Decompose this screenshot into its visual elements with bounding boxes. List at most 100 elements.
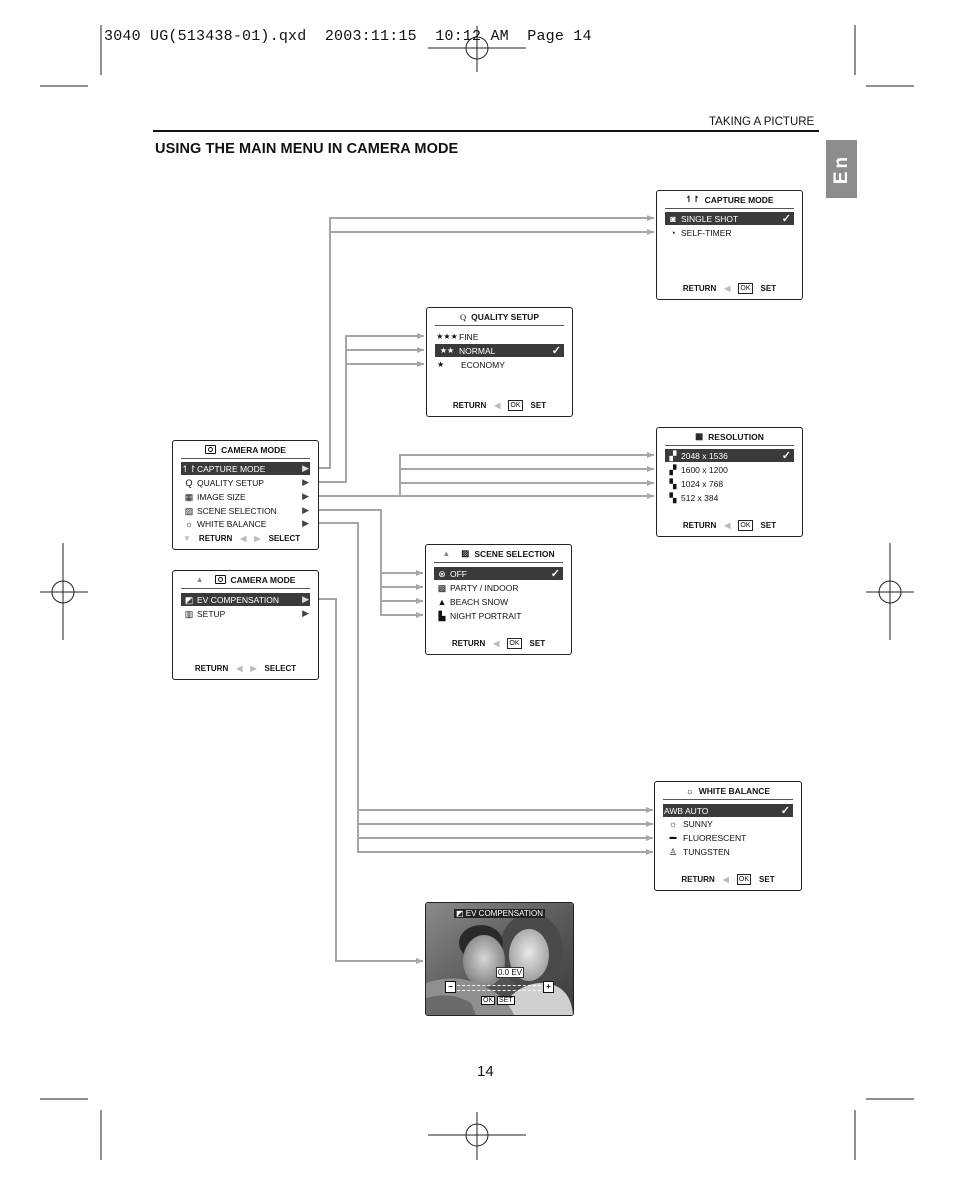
menu-item-off[interactable]: ⊗OFF✓	[434, 567, 563, 580]
set-label[interactable]: SET	[760, 520, 777, 530]
white-balance-icon: ☼	[184, 518, 194, 529]
resolution-512-icon: ▚	[669, 492, 677, 503]
ok-button-icon[interactable]: OK	[736, 873, 752, 885]
connector-quality-1	[317, 333, 424, 483]
left-arrow-icon: ◀	[724, 283, 731, 293]
three-star-icon: ★★★	[436, 331, 458, 341]
ok-button-icon[interactable]: OK	[738, 282, 753, 294]
menu-item-party-indoor[interactable]: ▩PARTY / INDOOR	[434, 581, 563, 594]
menu-item-single-shot[interactable]: ◙SINGLE SHOT✓	[665, 212, 794, 225]
menu-item-tungsten[interactable]: ♙TUNGSTEN	[663, 845, 793, 858]
menu-footer: RETURN ◀ OK SET	[426, 637, 571, 649]
checkmark-icon: ✓	[781, 450, 791, 462]
set-label[interactable]: SET	[530, 400, 547, 410]
return-label[interactable]: RETURN	[198, 533, 233, 543]
ok-button-icon[interactable]: OK	[507, 637, 522, 649]
menu-item-512x384[interactable]: ▚512 x 384	[665, 491, 794, 504]
scroll-up-icon: ▲	[195, 575, 204, 584]
return-label[interactable]: RETURN	[681, 874, 715, 884]
ok-button-icon[interactable]: OK	[481, 996, 496, 1005]
menu-footer: ▼RETURN◀▶SELECT	[173, 532, 318, 544]
night-portrait-icon: ▙	[438, 610, 446, 621]
ok-button-icon[interactable]: OK	[738, 519, 753, 531]
set-label[interactable]: SET	[759, 874, 775, 884]
left-arrow-icon: ◀	[494, 400, 501, 410]
ev-icon: ◩	[184, 594, 194, 605]
set-label[interactable]: SET	[760, 283, 777, 293]
scroll-up-icon: ▲	[442, 549, 451, 558]
checkmark-icon: ✓	[550, 568, 560, 580]
menu-item-image-size[interactable]: ▦IMAGE SIZE▶	[181, 490, 310, 503]
camera-icon	[214, 575, 226, 584]
left-arrow-icon: ◀	[493, 638, 500, 648]
menu-item-2048x1536[interactable]: ▞2048 x 1536✓	[665, 449, 794, 462]
return-label[interactable]: RETURN	[452, 400, 487, 410]
file-slug: 3040 UG(513438-01).qxd 2003:11:15 10:12 …	[104, 28, 592, 45]
quality-icon: Q	[185, 477, 193, 488]
menu-item-sunny[interactable]: ☼SUNNY	[663, 817, 793, 830]
fluorescent-icon: ▬	[669, 833, 677, 841]
select-label[interactable]: SELECT	[264, 663, 297, 673]
scroll-down-icon: ▼	[183, 533, 191, 543]
setup-icon: ▥	[184, 608, 194, 619]
menu-item-normal[interactable]: ★★NORMAL✓	[435, 344, 564, 357]
connector-ev	[310, 598, 423, 964]
scene-icon: ▨	[461, 548, 470, 558]
section-label: TAKING A PICTURE	[709, 116, 815, 128]
menu-footer: RETURN◀▶SELECT	[173, 662, 318, 674]
ev-compensation-screen: ◩ EV COMPENSATION 0.0 EV − + OK SET	[425, 902, 574, 1016]
menu-footer: RETURN ◀ OK SET	[427, 399, 572, 411]
ev-increase-button[interactable]: +	[543, 981, 554, 993]
connector-capture-1	[317, 215, 654, 469]
two-star-icon: ★★	[439, 345, 455, 355]
menu-item-awb-auto[interactable]: AWB AUTO✓	[663, 804, 793, 817]
menu-item-fluorescent[interactable]: ▬FLUORESCENT	[663, 831, 793, 844]
menu-item-white-balance[interactable]: ☼WHITE BALANCE▶	[181, 517, 310, 530]
menu-item-1024x768[interactable]: ▚1024 x 768	[665, 477, 794, 490]
select-label[interactable]: SELECT	[268, 533, 301, 543]
chevron-right-icon: ▶	[302, 518, 309, 528]
menu-item-self-timer[interactable]: ◔SELF-TIMER	[665, 226, 794, 239]
menu-title-bar: ▦RESOLUTION	[665, 428, 794, 446]
menu-item-beach-snow[interactable]: ▲BEACH SNOW	[434, 595, 563, 608]
return-label[interactable]: RETURN	[682, 283, 717, 293]
menu-item-night-portrait[interactable]: ▙NIGHT PORTRAIT	[434, 609, 563, 622]
capture-mode-icon: ↿↾	[685, 194, 700, 204]
white-balance-menu: ☼WHITE BALANCE AWB AUTO✓ ☼SUNNY ▬FLUORES…	[654, 781, 802, 891]
menu-footer: RETURN ◀ OK SET	[655, 873, 801, 885]
menu-item-1600x1200[interactable]: ▞1600 x 1200	[665, 463, 794, 476]
beach-snow-icon: ▲	[437, 596, 447, 607]
left-arrow-icon: ◀	[240, 533, 247, 543]
menu-item-fine[interactable]: ★★★FINE	[436, 331, 479, 342]
resolution-1600-icon: ▞	[669, 464, 677, 475]
capture-mode-icon: ↿↾	[181, 463, 197, 474]
left-arrow-icon: ◀	[722, 874, 729, 884]
menu-item-economy[interactable]: ★ECONOMY	[437, 359, 505, 370]
return-label[interactable]: RETURN	[682, 520, 717, 530]
menu-item-setup[interactable]: ▥SETUP▶	[181, 607, 310, 620]
menu-title-bar: ▲▨SCENE SELECTION	[434, 545, 563, 563]
menu-title-bar: CAMERA MODE	[181, 441, 310, 459]
menu-item-ev-compensation[interactable]: ◩EV COMPENSATION▶	[181, 593, 310, 606]
ev-scale-slider[interactable]	[457, 985, 541, 991]
ok-button-icon[interactable]: OK	[508, 399, 523, 411]
set-label[interactable]: SET	[529, 638, 546, 648]
connector-wb-1	[317, 522, 653, 855]
return-label[interactable]: RETURN	[194, 663, 229, 673]
return-label[interactable]: RETURN	[451, 638, 486, 648]
menu-item-scene-selection[interactable]: ▨SCENE SELECTION▶	[181, 504, 310, 517]
menu-item-capture-mode[interactable]: ↿↾CAPTURE MODE▶	[181, 462, 310, 475]
page-number: 14	[477, 1063, 494, 1080]
capture-mode-menu: ↿↾CAPTURE MODE ◙SINGLE SHOT✓ ◔SELF-TIMER…	[656, 190, 803, 300]
chevron-right-icon: ▶	[302, 594, 309, 604]
chevron-right-icon: ▶	[302, 505, 309, 515]
language-tab: En	[826, 140, 857, 198]
chevron-right-icon: ▶	[302, 608, 309, 618]
ev-decrease-button[interactable]: −	[445, 981, 456, 993]
set-label[interactable]: SET	[497, 996, 515, 1005]
checkmark-icon: ✓	[781, 213, 791, 225]
white-balance-icon: ☼	[685, 785, 694, 796]
